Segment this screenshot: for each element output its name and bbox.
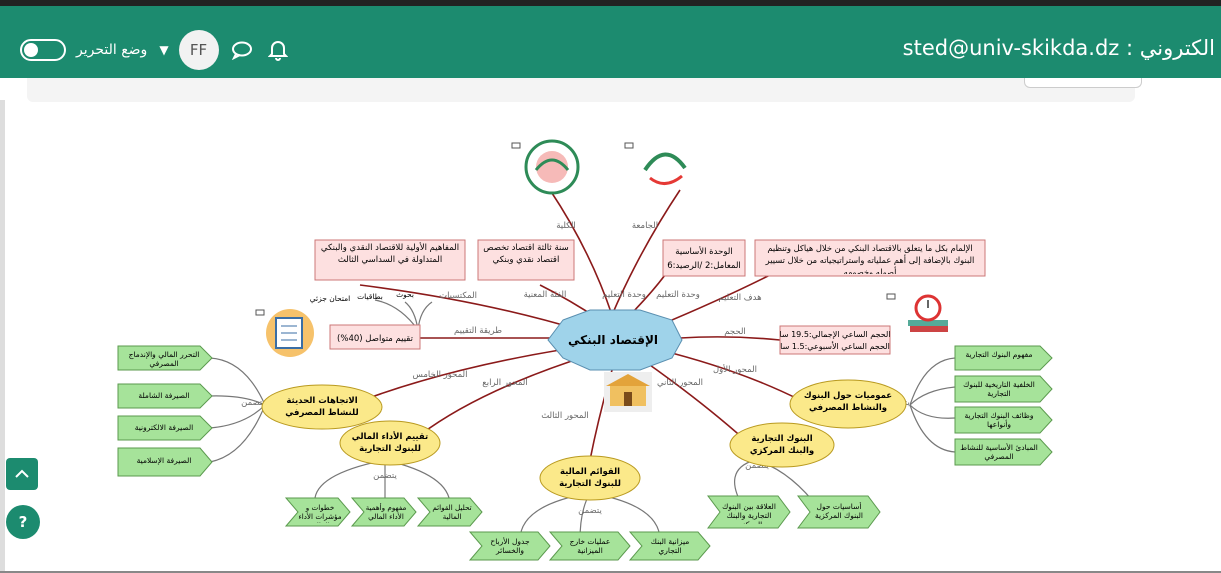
note-icon xyxy=(255,309,265,316)
branch-label-unit: وحدة التعليم xyxy=(602,290,646,300)
axis5-item: التحرر المالي والإندماج المصرفي xyxy=(128,350,200,368)
top-navbar: وضع التحرير ▼ FF sted@univ-skikda.dz : ا… xyxy=(0,0,1221,78)
user-email: sted@univ-skikda.dz : الكتروني xyxy=(902,36,1215,60)
university-logo-2 xyxy=(640,142,690,192)
includes-label: يتضمن xyxy=(241,398,265,408)
axis5-title: الاتجاهات الحديثة للنشاط المصرفي xyxy=(285,396,359,418)
info-box-volume: الحجم الساعي الإجمالي:19.5 سا الحجم السا… xyxy=(779,325,891,355)
axis2-item: العلاقة بين البنوك التجارية والبنك المرك… xyxy=(722,502,776,524)
note-icon xyxy=(886,293,896,300)
includes-label: يتضمن xyxy=(373,471,397,481)
left-edge xyxy=(0,100,5,573)
chevron-down-icon[interactable]: ▼ xyxy=(159,43,169,57)
branch-label-axis2: المحور الثاني xyxy=(657,378,703,388)
strip-button[interactable] xyxy=(1024,78,1142,88)
center-node: الإقتصاد البنكي xyxy=(547,309,683,371)
branch-label-objective: هدف التعليم xyxy=(718,293,761,303)
branch-labels: الكلية الجامعة المكتسبات الفئة المعنية و… xyxy=(241,221,910,516)
info-box-prerequisites: المفاهيم الأولية للاقتصاد النقدي والبنكي… xyxy=(314,239,466,281)
axis-node-3: القوائم المالية للبنوك التجارية xyxy=(539,455,641,501)
branch-label-university: الجامعة xyxy=(632,221,658,231)
messages-icon[interactable] xyxy=(229,37,255,63)
includes-label: يتضمن xyxy=(745,461,769,471)
content-header-strip xyxy=(27,78,1142,102)
axis3-items: ميزانية البنك التجاري عمليات خارج الميزا… xyxy=(468,531,711,561)
axis5-item: الصيرفة الإسلامية xyxy=(136,456,192,465)
axis4-item: مفهوم وأهمية الأداء المالي xyxy=(365,503,407,521)
info-unit-line1: الوحدة الأساسية xyxy=(675,246,732,257)
evaluation-item: بطاقيات xyxy=(357,292,383,301)
axis5-item: الصيرفة الالكترونية xyxy=(134,423,194,432)
note-icon xyxy=(511,142,521,149)
includes-label: يتضمن xyxy=(578,506,602,516)
branch-label-axis1: المحور الأول xyxy=(713,364,757,375)
info-volume-line2: الحجم الساعي الأسبوعي:1.5 سا xyxy=(780,341,890,351)
axis5-item: الصيرفة الشاملة xyxy=(138,391,190,400)
bank-building-icon xyxy=(604,372,652,412)
branch-label-volume: الحجم xyxy=(724,327,746,337)
axis3-title: القوائم المالية للبنوك التجارية xyxy=(559,467,621,489)
axis1-item: المبادئ الأساسية للنشاط المصرفي xyxy=(960,443,1038,461)
evaluation-items: بحوث بطاقيات امتحان جزئي xyxy=(310,290,414,303)
axis1-title: عموميات حول البنوك والنشاط المصرفي xyxy=(803,391,893,413)
axis-node-2: البنوك التجارية والبنك المركزي xyxy=(729,422,835,468)
axis4-items: تحليل القوائم المالية مفهوم وأهمية الأدا… xyxy=(284,497,483,527)
notifications-bell-icon[interactable] xyxy=(265,37,291,63)
branch-label-axis5: المحور الخامس xyxy=(413,370,468,380)
header-controls: وضع التحرير ▼ FF xyxy=(20,30,291,70)
branch-label-evaluation: طريقة التقييم xyxy=(454,326,502,336)
branch-label-prerequisites: المكتسبات xyxy=(439,291,477,301)
branch-label-axis3: المحور الثالث xyxy=(541,411,589,421)
info-objective-text: الإلمام بكل ما يتعلق بالاقتصاد البنكي من… xyxy=(765,243,975,274)
axis1-item: مفهوم البنوك التجارية xyxy=(965,350,1033,359)
axis1-item: الخلفية التاريخية للبنوك التجارية xyxy=(963,380,1035,398)
axis2-item: أساسيات حول البنوك المركزية xyxy=(815,502,863,520)
info-volume-line1: الحجم الساعي الإجمالي:19.5 سا xyxy=(779,330,890,340)
axis4-item: خطوات و مؤشرات الأداء المالي xyxy=(298,503,342,523)
info-target-text: سنة ثالثة اقتصاد تخصص اقتصاد نقدي وبنكي xyxy=(483,243,569,265)
axis1-item: وظائف البنوك التجارية وأنواعها xyxy=(964,411,1034,429)
info-prerequisites-text: المفاهيم الأولية للاقتصاد النقدي والبنكي… xyxy=(320,243,460,265)
info-box-teaching-unit: الوحدة الأساسية المعامل:2 /الرصيد:6 xyxy=(662,239,746,277)
info-box-objective: الإلمام بكل ما يتعلق بالاقتصاد البنكي من… xyxy=(754,239,986,277)
info-unit-line2: المعامل:2 /الرصيد:6 xyxy=(667,261,741,271)
axis2-title: البنوك التجارية والبنك المركزي xyxy=(749,434,815,456)
info-box-evaluation: تقييم متواصل (40%) xyxy=(329,324,421,350)
user-avatar[interactable]: FF xyxy=(178,30,219,70)
evaluation-item: امتحان جزئي xyxy=(310,294,351,303)
axis3-item: ميزانية البنك التجاري xyxy=(650,537,690,555)
axis-node-1: عموميات حول البنوك والنشاط المصرفي xyxy=(789,379,907,429)
toggle-knob xyxy=(24,43,38,57)
axis-node-4: تقييم الأداء المالي للبنوك التجارية xyxy=(339,420,441,466)
alarm-clock-books-icon xyxy=(908,294,948,332)
edit-mode-toggle[interactable] xyxy=(20,39,66,61)
mind-map: الكلية الجامعة المكتسبات الفئة المعنية و… xyxy=(117,139,1053,561)
scroll-up-button[interactable] xyxy=(6,458,38,490)
center-title: الإقتصاد البنكي xyxy=(568,333,658,347)
evaluation-item: بحوث xyxy=(396,290,414,299)
axis5-items: التحرر المالي والإندماج المصرفي الصيرفة … xyxy=(117,345,213,477)
bottom-border xyxy=(0,571,1221,573)
university-logo-1 xyxy=(524,139,580,195)
clipboard-test-icon xyxy=(266,309,314,357)
axis4-item: تحليل القوائم المالية xyxy=(432,503,472,521)
edit-mode-label: وضع التحرير xyxy=(76,42,148,58)
info-evaluation-text: تقييم متواصل (40%) xyxy=(337,334,414,344)
info-box-target-group: سنة ثالثة اقتصاد تخصص اقتصاد نقدي وبنكي xyxy=(477,239,575,281)
help-button[interactable]: ? xyxy=(6,505,40,539)
axis4-title: تقييم الأداء المالي للبنوك التجارية xyxy=(351,432,429,454)
branch-label-axis4: المحور الرابع xyxy=(482,378,527,388)
axis1-items: مفهوم البنوك التجارية الخلفية التاريخية … xyxy=(954,345,1053,466)
axis3-item: عمليات خارج الميزانية xyxy=(569,537,611,555)
chevron-up-icon xyxy=(15,469,29,478)
axis3-item: جدول الأرباح والخسائر xyxy=(490,537,530,555)
axis-node-5: الاتجاهات الحديثة للنشاط المصرفي xyxy=(261,384,383,430)
branch-label-target: الفئة المعنية xyxy=(524,290,567,300)
note-icon xyxy=(624,142,634,149)
branch-label-unit-value: وحدة التعليم xyxy=(656,290,700,300)
branch-label-college: الكلية xyxy=(556,221,576,231)
axis2-items: أساسيات حول البنوك المركزية العلاقة بين … xyxy=(707,495,881,529)
